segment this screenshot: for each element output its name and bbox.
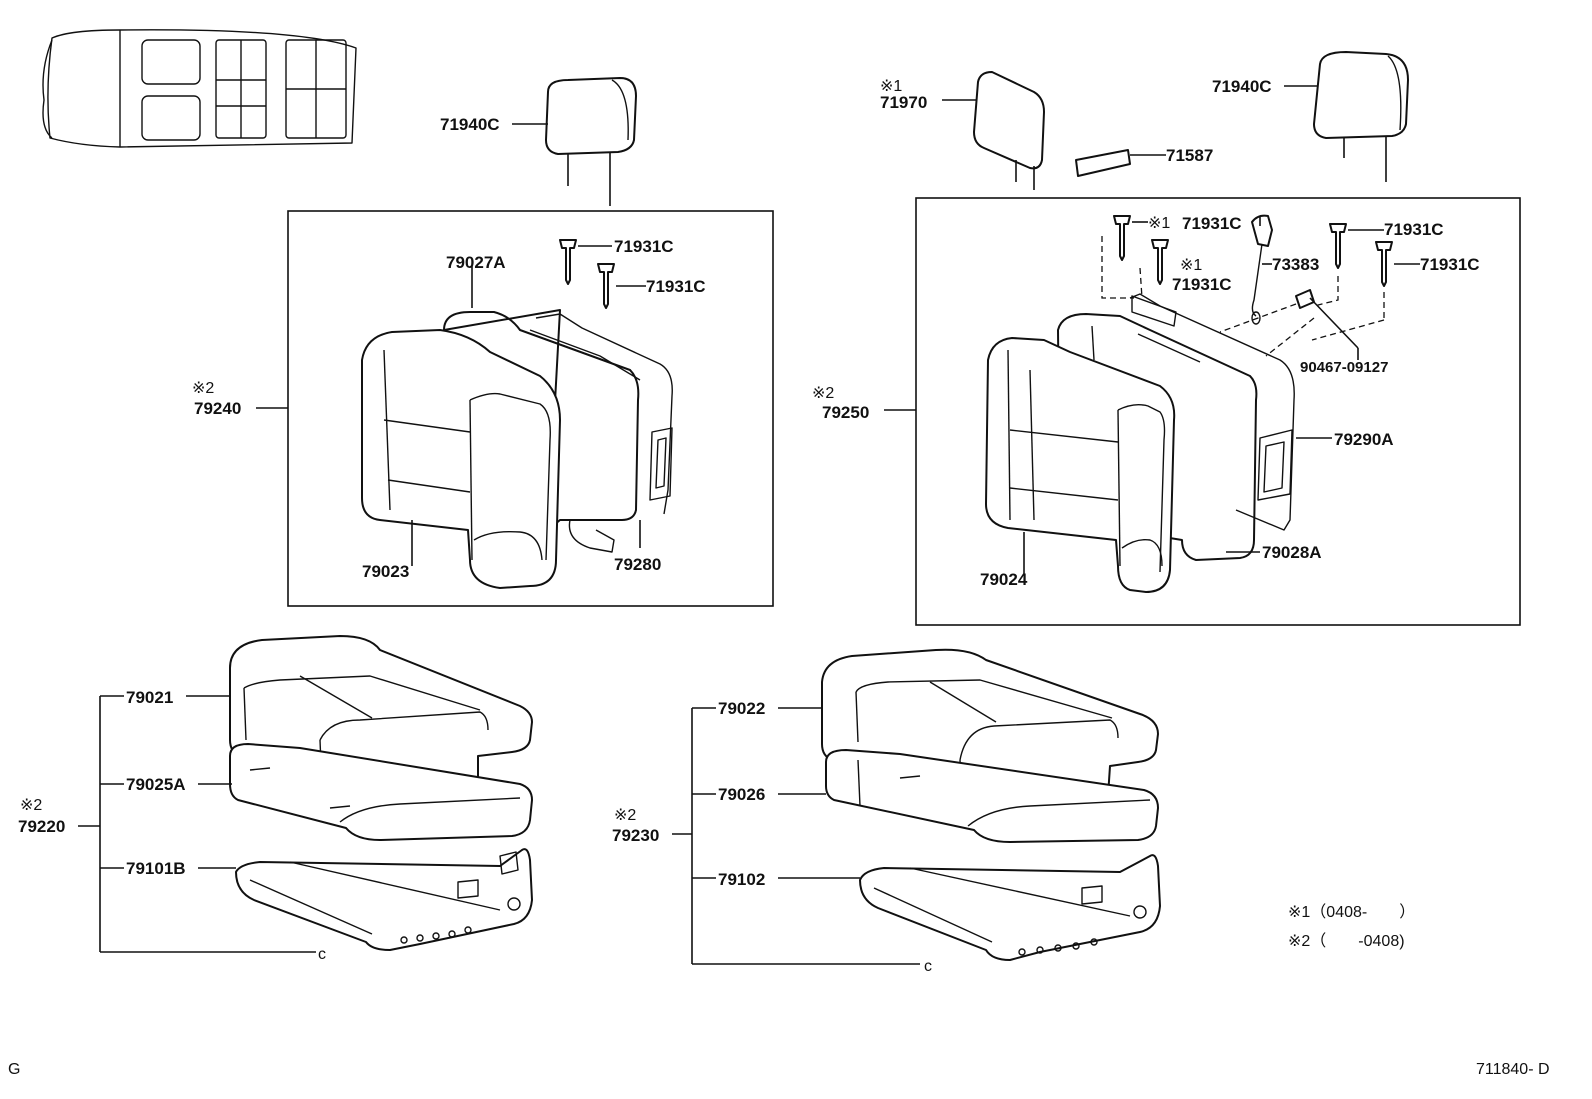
label-cush-r-c: c <box>924 958 932 975</box>
label-cush-l: 79220 <box>18 817 65 836</box>
headrest-left <box>545 77 637 206</box>
label-back-l-mark: ※2 <box>192 380 214 397</box>
label-guide-r1-mark: ※1 <box>1148 215 1170 232</box>
label-cover-l-front: 79023 <box>362 562 409 581</box>
label-headrest-center: 71970 <box>880 93 927 112</box>
seatback-right-box <box>915 197 1521 626</box>
label-headrest-left: 71940C <box>440 115 500 134</box>
legend-notes: ※1（0408- ） ※2（ -0408) <box>1288 903 1415 950</box>
label-guide-l1: 71931C <box>614 237 674 256</box>
headrest-center <box>973 71 1045 190</box>
label-cush-l-3: 79101B <box>126 859 186 878</box>
label-cush-r-mark: ※2 <box>614 807 636 824</box>
label-back-r-mark: ※2 <box>812 385 834 402</box>
label-cush-l-mark: ※2 <box>20 797 42 814</box>
headrest-right <box>1313 51 1409 182</box>
label-cover-r-front: 79024 <box>980 570 1028 589</box>
label-frame-l: 79280 <box>614 555 661 574</box>
label-cush-r-2: 79026 <box>718 785 765 804</box>
label-headrest-right: 71940C <box>1212 77 1272 96</box>
label-bolt: 90467-09127 <box>1300 359 1388 376</box>
label-guide-r2: 71931C <box>1172 275 1232 294</box>
label-guide-r2-mark: ※1 <box>1180 257 1202 274</box>
label-belt: 73383 <box>1272 255 1319 274</box>
label-plate-71587 <box>1075 149 1131 177</box>
label-back-l: 79240 <box>194 399 241 418</box>
label-cush-r-3: 79102 <box>718 870 765 889</box>
label-cush-l-1: 79021 <box>126 688 173 707</box>
label-cush-r: 79230 <box>612 826 659 845</box>
label-back-r: 79250 <box>822 403 869 422</box>
label-cover-l-back: 79027A <box>446 253 506 272</box>
label-guide-r4: 71931C <box>1420 255 1480 274</box>
label-guide-r1: 71931C <box>1182 214 1242 233</box>
cushion-left <box>229 635 533 951</box>
seatback-left <box>361 309 673 589</box>
footer-right: 711840- D <box>1476 1061 1550 1078</box>
label-cush-l-2: 79025A <box>126 775 186 794</box>
vehicle-overview <box>42 29 357 148</box>
guide-clip-icons <box>559 215 1393 309</box>
note-2: ※2（ -0408) <box>1288 932 1405 950</box>
seatback-right <box>985 293 1295 593</box>
footer-left: G <box>8 1061 20 1078</box>
label-cover-r-back: 79028A <box>1262 543 1322 562</box>
note-1: ※1（0408- ） <box>1288 903 1415 921</box>
label-71587: 71587 <box>1166 146 1213 165</box>
leader-lines <box>78 85 1420 965</box>
cushion-right <box>821 648 1161 961</box>
label-cush-r-1: 79022 <box>718 699 765 718</box>
part-labels: 71940C ※1 71970 71940C 71587 71931C 7193… <box>18 77 1480 975</box>
label-frame-r: 79290A <box>1334 430 1394 449</box>
label-guide-l2: 71931C <box>646 277 706 296</box>
routing-dashes <box>1101 236 1385 357</box>
label-guide-r3: 71931C <box>1384 220 1444 239</box>
label-cush-l-c: c <box>318 946 326 963</box>
belt-anchor <box>1251 214 1273 325</box>
label-headrest-center-mark: ※1 <box>880 78 902 95</box>
